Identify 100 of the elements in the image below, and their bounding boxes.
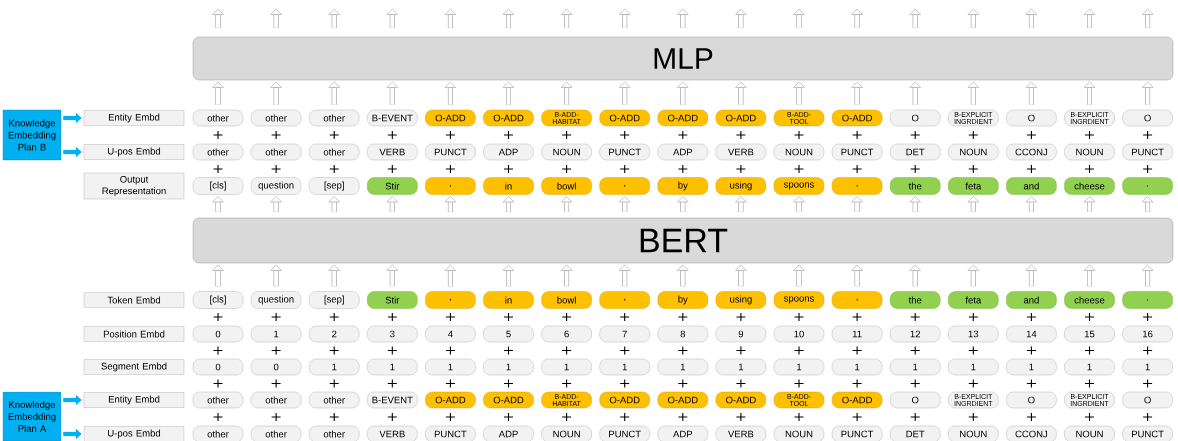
token-pill: other xyxy=(250,391,302,409)
token-pill: other xyxy=(250,143,302,161)
token-pill: PUNCT xyxy=(831,425,883,441)
hollow-arrow xyxy=(909,196,921,212)
token-pill: PUNCT xyxy=(1122,425,1173,441)
token-pill: 3 xyxy=(367,325,418,343)
hollow-arrow xyxy=(793,264,805,287)
token-pill: NOUN xyxy=(1064,143,1115,161)
hollow-arrow xyxy=(560,196,573,212)
token-pill: VERB xyxy=(715,425,767,441)
hollow-arrow xyxy=(386,196,398,212)
token-pill: VERB xyxy=(367,143,418,161)
hollow-arrow xyxy=(1141,264,1154,287)
hollow-arrow xyxy=(270,264,282,287)
hollow-arrow xyxy=(1141,81,1154,105)
token-pill: O-ADD xyxy=(831,109,883,127)
hollow-arrow xyxy=(502,8,515,28)
token-pill: 13 xyxy=(948,325,999,343)
token-pill: 1 xyxy=(367,358,418,376)
token-pill: O-ADD xyxy=(657,109,708,127)
hollow-arrow xyxy=(967,196,979,212)
token-pill: , xyxy=(425,177,476,195)
hollow-arrow xyxy=(851,8,863,28)
hollow-arrow xyxy=(212,81,224,105)
hollow-arrow xyxy=(1025,264,1038,287)
hollow-arrow xyxy=(328,81,340,105)
token-pill: , xyxy=(831,291,883,309)
token-pill: [cls] xyxy=(192,177,244,195)
token-pill: NOUN xyxy=(773,143,825,161)
hollow-arrow xyxy=(619,264,631,287)
token-pill: [cls] xyxy=(192,291,244,309)
token-pill: cheese xyxy=(1064,291,1115,309)
token-pill: other xyxy=(250,425,302,441)
model-box: MLP xyxy=(192,36,1174,81)
token-pill: 1 xyxy=(541,358,592,376)
hollow-arrow xyxy=(677,81,689,105)
token-pill: , xyxy=(599,291,650,309)
hollow-arrow xyxy=(270,196,282,212)
token-pill: B-EVENT xyxy=(367,109,418,127)
row-label-box: Entity Embd xyxy=(83,110,185,126)
plan-box: Knowledge Embedding Plan B xyxy=(2,109,62,161)
model-box: BERT xyxy=(192,217,1174,264)
hollow-arrow xyxy=(1025,81,1038,105)
token-pill: O xyxy=(890,109,941,127)
hollow-arrow xyxy=(444,8,457,28)
token-pill: O-ADD xyxy=(425,391,476,409)
token-pill: PUNCT xyxy=(425,425,476,441)
token-pill: 1 xyxy=(948,358,999,376)
hollow-arrow xyxy=(1083,8,1096,28)
token-pill: 10 xyxy=(773,325,825,343)
token-pill: bowl xyxy=(541,177,592,195)
plan-box: Knowledge Embedding Plan A xyxy=(2,391,62,441)
token-pill: O-ADD xyxy=(657,391,708,409)
token-pill: 6 xyxy=(541,325,592,343)
token-pill: , xyxy=(831,177,883,195)
token-pill: O-ADD xyxy=(599,109,650,127)
token-pill: ADP xyxy=(657,425,708,441)
hollow-arrow xyxy=(1083,81,1096,105)
row-label-box: Token Embd xyxy=(83,292,185,308)
hollow-arrow xyxy=(967,81,979,105)
token-pill: CCONJ xyxy=(1006,425,1057,441)
token-pill: [sep] xyxy=(309,177,360,195)
token-pill: the xyxy=(890,177,941,195)
token-pill: by xyxy=(657,177,708,195)
token-pill: 0 xyxy=(192,325,244,343)
hollow-arrow xyxy=(677,264,689,287)
token-pill: O xyxy=(1122,109,1173,127)
token-pill: 16 xyxy=(1122,325,1173,343)
hollow-arrow xyxy=(386,81,398,105)
hollow-arrow xyxy=(967,8,979,28)
hollow-arrow xyxy=(677,196,689,212)
token-pill: other xyxy=(192,143,244,161)
hollow-arrow xyxy=(328,264,340,287)
token-pill: , xyxy=(599,177,650,195)
token-pill: DET xyxy=(890,143,941,161)
token-pill: spoons xyxy=(773,177,825,195)
token-pill: and xyxy=(1006,177,1057,195)
token-pill: 1 xyxy=(890,358,941,376)
hollow-arrow xyxy=(735,81,747,105)
token-pill: 1 xyxy=(1006,358,1057,376)
hollow-arrow xyxy=(386,8,398,28)
token-pill: other xyxy=(309,109,360,127)
token-pill: other xyxy=(250,109,302,127)
token-pill: O xyxy=(890,391,941,409)
token-pill: B-EVENT xyxy=(367,391,418,409)
token-pill: . xyxy=(1122,177,1173,195)
hollow-arrow xyxy=(444,81,457,105)
hollow-arrow xyxy=(386,264,398,287)
row-label-box: Output Representation xyxy=(83,172,185,200)
hollow-arrow xyxy=(502,81,515,105)
token-pill: DET xyxy=(890,425,941,441)
token-pill: 1 xyxy=(773,358,825,376)
token-pill: O-ADD xyxy=(483,109,534,127)
hollow-arrow xyxy=(212,196,224,212)
token-pill: ADP xyxy=(483,425,534,441)
token-pill: ADP xyxy=(483,143,534,161)
token-pill: spoons xyxy=(773,291,825,309)
row-label-box: U-pos Embd xyxy=(83,144,185,160)
hollow-arrow xyxy=(1025,8,1038,28)
token-pill: 4 xyxy=(425,325,476,343)
